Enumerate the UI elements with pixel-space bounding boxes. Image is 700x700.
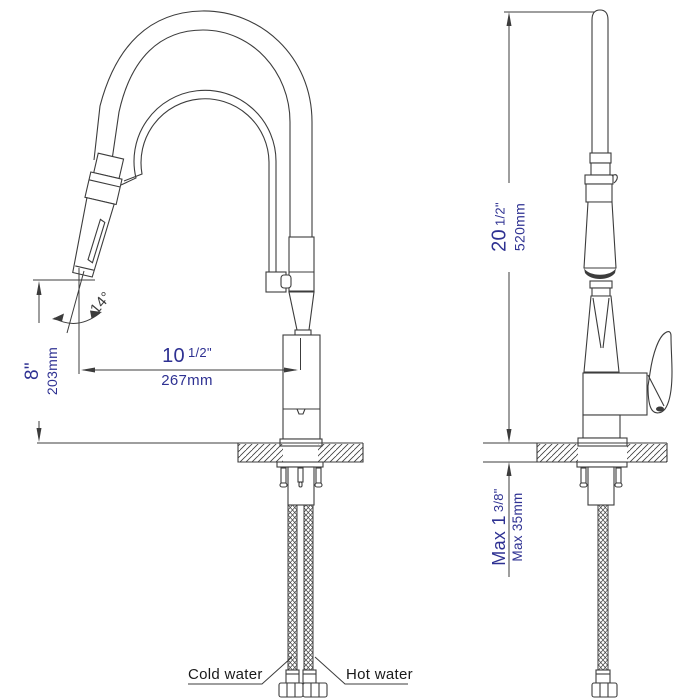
dim-overall-height: 20 1/2" 520mm bbox=[488, 202, 528, 252]
faucet-body-front bbox=[265, 236, 323, 447]
dim-overall-height-whole: 20 bbox=[488, 229, 511, 252]
faucet-body-side bbox=[577, 372, 648, 447]
spout-tube-side bbox=[589, 9, 612, 176]
dimension-lines bbox=[33, 11, 594, 685]
handle-lever bbox=[647, 331, 673, 414]
spout-tube-front bbox=[93, 10, 313, 237]
dim-spout-reach-mm: 267mm bbox=[161, 372, 213, 389]
dim-spout-height-mm: 203mm bbox=[44, 346, 60, 396]
spray-head-side bbox=[583, 174, 618, 297]
dim-angle-lines bbox=[52, 268, 102, 374]
dim-spout-reach-frac: 1/2" bbox=[187, 345, 212, 360]
dim-overall-height-lines bbox=[504, 11, 594, 443]
mounting-hardware-side bbox=[576, 461, 628, 506]
hot-hose-nut bbox=[302, 682, 328, 698]
neck-side bbox=[583, 295, 620, 373]
cold-water-label: Cold water bbox=[188, 666, 263, 683]
hot-water-label: Hot water bbox=[346, 666, 413, 683]
mounting-hardware-front bbox=[276, 461, 324, 506]
faucet-side-view bbox=[483, 9, 673, 698]
cold-hose-nut bbox=[278, 682, 304, 698]
spray-head-front bbox=[72, 152, 125, 278]
dim-spout-reach-lines bbox=[81, 338, 301, 373]
dim-spout-reach-whole: 10 bbox=[162, 345, 185, 367]
spray-head-clip bbox=[87, 218, 106, 264]
dim-overall-height-mm: 520mm bbox=[511, 202, 528, 252]
faucet-front-view bbox=[37, 10, 364, 698]
spray-face bbox=[584, 268, 616, 279]
cold-water-hose bbox=[287, 504, 298, 671]
hose-leader-lines bbox=[188, 656, 408, 685]
dim-spout-height: 8" 203mm bbox=[22, 346, 60, 396]
dim-deck-thickness: Max 1 3/8" Max 35mm bbox=[488, 488, 525, 566]
hose-nut-side bbox=[591, 682, 618, 698]
supply-hose-side bbox=[591, 504, 618, 698]
supply-hoses-front bbox=[278, 504, 328, 698]
hot-water-hose bbox=[303, 504, 314, 671]
dim-deck-thickness-frac: 3/8" bbox=[490, 488, 506, 513]
pulldown-hose-front bbox=[120, 89, 277, 272]
dim-deck-thickness-lines bbox=[506, 462, 512, 577]
base-flange-side bbox=[577, 437, 628, 447]
dim-overall-height-frac: 1/2" bbox=[492, 202, 508, 227]
dim-spout-height-lines bbox=[33, 279, 95, 442]
dim-spout-height-inches: 8" bbox=[22, 362, 43, 380]
dim-deck-thickness-mm: Max 35mm bbox=[509, 492, 525, 562]
dim-deck-thickness-whole: Max 1 bbox=[488, 515, 509, 566]
countertop-front bbox=[37, 442, 364, 463]
countertop-side bbox=[483, 442, 668, 463]
